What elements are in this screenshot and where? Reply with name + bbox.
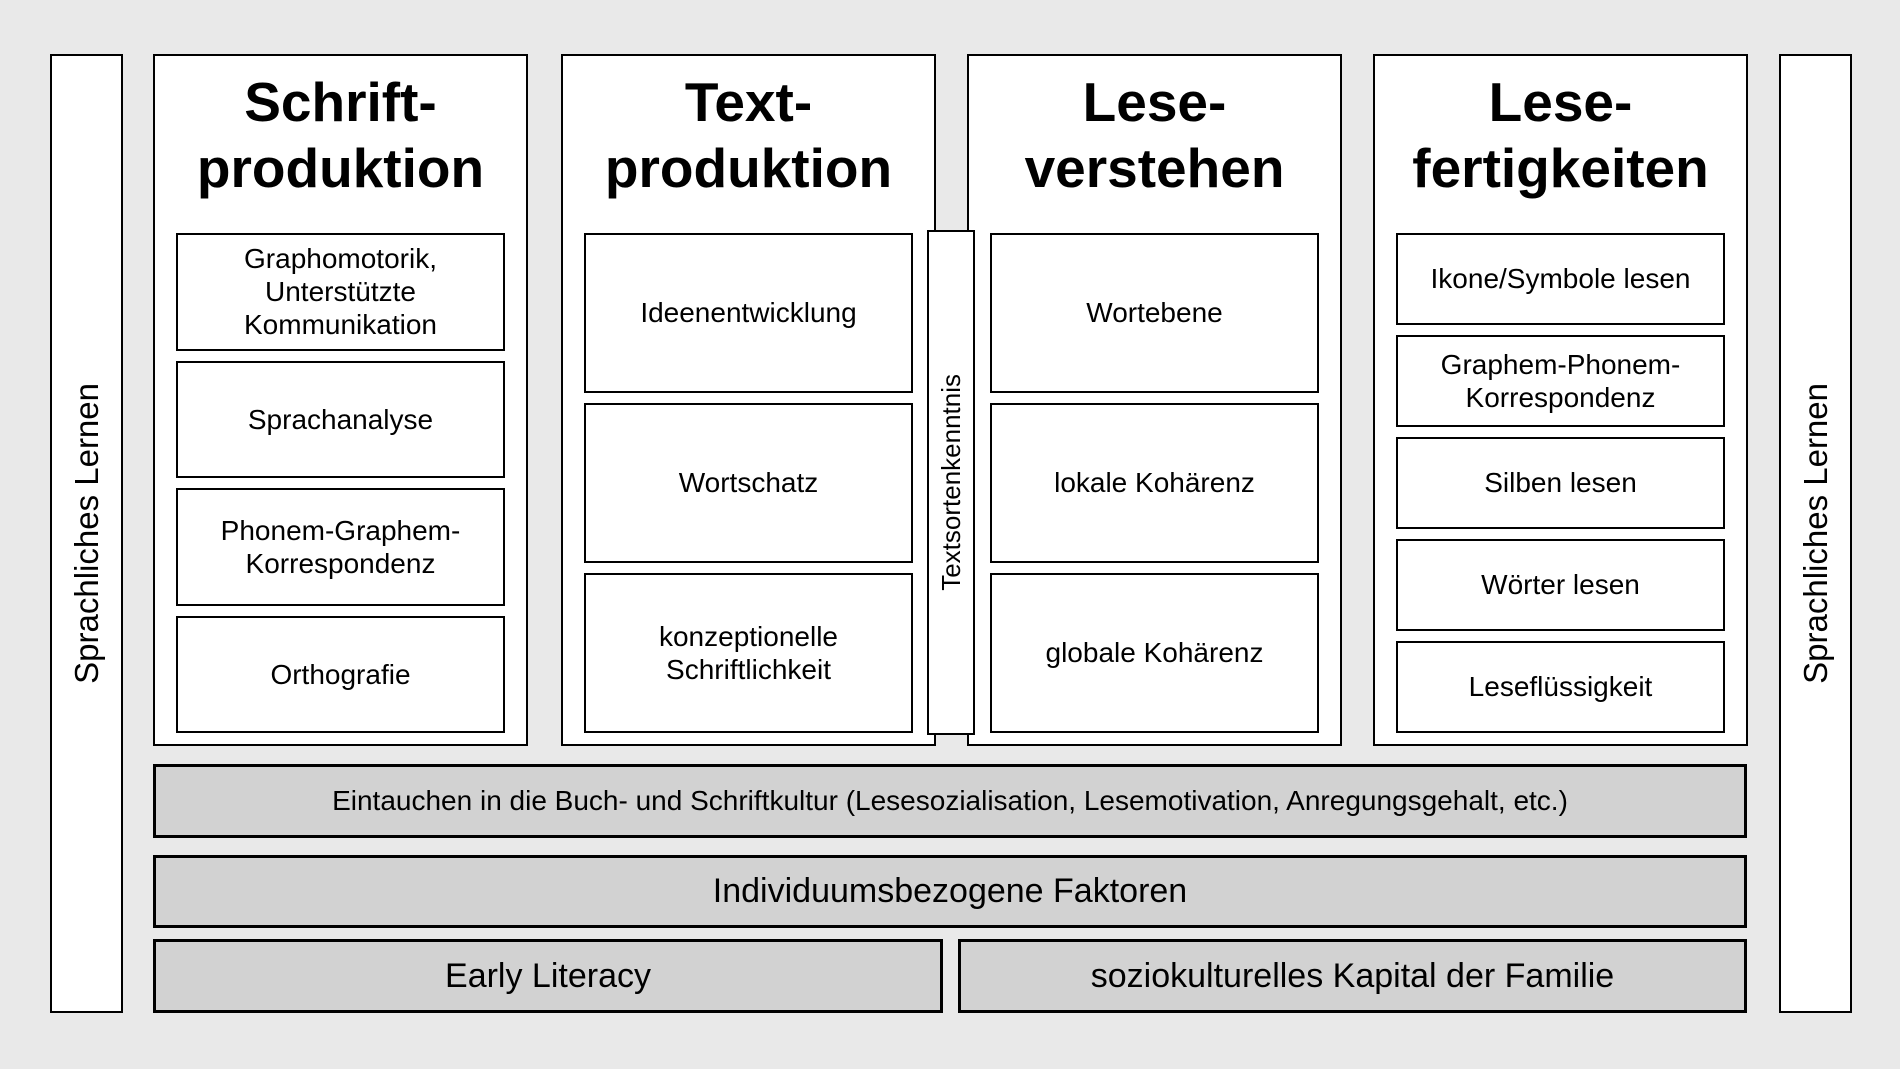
component-box: Wortebene	[990, 233, 1319, 393]
column-title-line: fertigkeiten	[1412, 136, 1709, 199]
component-box: globale Kohärenz	[990, 573, 1319, 733]
component-box: Ikone/Symbole lesen	[1396, 233, 1725, 325]
column-title-schriftproduktion: Schrift-produktion	[155, 56, 526, 233]
component-box: lokale Kohärenz	[990, 403, 1319, 563]
side-bar-left-label: Sprachliches Lernen	[67, 383, 105, 684]
side-bar-right-label: Sprachliches Lernen	[1796, 383, 1834, 684]
component-box: Phonem-Graphem-Korrespondenz	[176, 488, 505, 606]
textsortenkenntnis-label: Textsortenkenntnis	[935, 374, 966, 591]
column-title-line: Lese-	[1082, 70, 1227, 133]
side-bar-right: Sprachliches Lernen	[1779, 54, 1852, 1013]
side-bar-left: Sprachliches Lernen	[50, 54, 123, 1013]
column-title-textproduktion: Text-produktion	[563, 56, 934, 233]
column-title-line: Lese-	[1488, 70, 1633, 133]
component-box: Ideenentwicklung	[584, 233, 913, 393]
bottom-bar-early-literacy-label: Early Literacy	[445, 956, 651, 995]
component-box: konzeptionelle Schriftlichkeit	[584, 573, 913, 733]
bottom-bar-individuumsbezogene-faktoren-label: Individuumsbezogene Faktoren	[712, 872, 1188, 910]
column-boxes-schriftproduktion: Graphomotorik, Unterstützte Kommunikatio…	[155, 233, 526, 733]
bottom-bar-schriftkultur-label: Eintauchen in die Buch- und Schriftkultu…	[332, 785, 1568, 816]
column-title-line: Text-	[684, 70, 813, 133]
bottom-bar-schriftkultur: Eintauchen in die Buch- und Schriftkultu…	[153, 764, 1747, 838]
component-box: Sprachanalyse	[176, 360, 505, 478]
component-box: Graphem-Phonem-Korrespondenz	[1396, 335, 1725, 427]
column-title-line: Schrift-	[244, 70, 437, 133]
component-box: Wörter lesen	[1396, 539, 1725, 631]
component-box: Leseflüssigkeit	[1396, 641, 1725, 733]
bottom-bar-early-literacy: Early Literacy	[153, 939, 943, 1013]
column-title-line: produktion	[604, 136, 893, 199]
bottom-bar-individuumsbezogene-faktoren: Individuumsbezogene Faktoren	[153, 855, 1747, 928]
component-box: Silben lesen	[1396, 437, 1725, 529]
component-box: Graphomotorik, Unterstützte Kommunikatio…	[176, 233, 505, 351]
component-box: Wortschatz	[584, 403, 913, 563]
column-title-line: produktion	[196, 136, 485, 199]
column-title-line: verstehen	[1024, 136, 1285, 199]
textsortenkenntnis-connector: Textsortenkenntnis	[927, 230, 975, 735]
column-title-leseverstehen: Lese-verstehen	[969, 56, 1340, 233]
bottom-bar-soziokulturelles-kapital-label: soziokulturelles Kapital der Familie	[1090, 956, 1615, 995]
column-title-lesefertigkeiten: Lese-fertigkeiten	[1375, 56, 1746, 233]
component-box: Orthografie	[176, 615, 505, 733]
bottom-bar-soziokulturelles-kapital: soziokulturelles Kapital der Familie	[958, 939, 1747, 1013]
